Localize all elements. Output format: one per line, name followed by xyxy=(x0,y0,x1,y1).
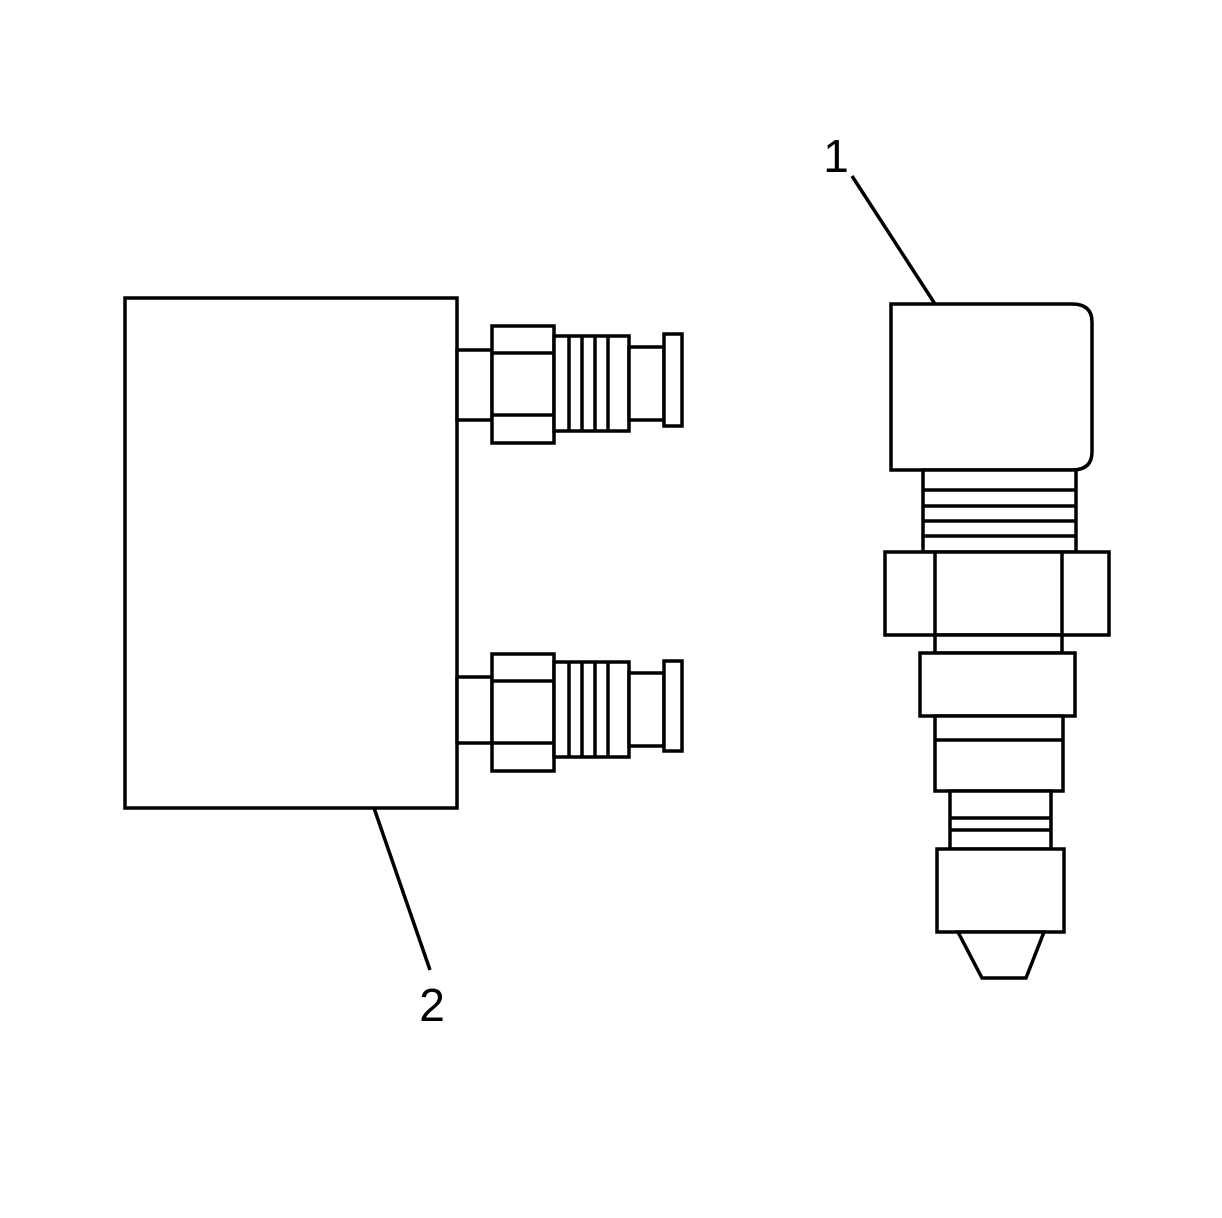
fitting-cone-tip xyxy=(955,930,1047,980)
fitting-hex-nut xyxy=(883,550,1111,637)
fitting-assembly xyxy=(883,302,1111,980)
lower-port-neck xyxy=(627,671,666,748)
upper-port-hex-nut xyxy=(490,324,556,445)
upper-port-stub xyxy=(455,348,494,422)
upper-port-threads xyxy=(552,334,631,433)
callout-1: 1 xyxy=(823,130,937,305)
upper-port-cap xyxy=(662,332,684,428)
callout-1-label: 1 xyxy=(823,130,849,182)
fitting-tip-hex xyxy=(935,847,1066,934)
upper-port xyxy=(455,324,684,445)
fitting-cap xyxy=(889,302,1094,472)
fitting-lower-body xyxy=(933,714,1065,793)
upper-port-neck xyxy=(627,345,666,422)
lower-port-cap xyxy=(662,659,684,753)
callout-2-label: 2 xyxy=(419,979,445,1031)
lower-port-threads xyxy=(552,660,631,759)
lower-port xyxy=(455,652,684,773)
fitting-collar xyxy=(918,651,1077,718)
fitting-lower-threads xyxy=(948,789,1053,851)
fitting-neck xyxy=(933,633,1064,655)
callout-1-leader xyxy=(850,175,937,305)
block-assembly xyxy=(123,296,684,810)
lower-port-stub xyxy=(455,675,494,745)
fitting-upper-threads xyxy=(921,468,1078,554)
callout-2: 2 xyxy=(372,807,445,1031)
callout-2-leader xyxy=(372,807,432,971)
lower-port-hex-nut xyxy=(490,652,556,773)
block-body xyxy=(123,296,459,810)
